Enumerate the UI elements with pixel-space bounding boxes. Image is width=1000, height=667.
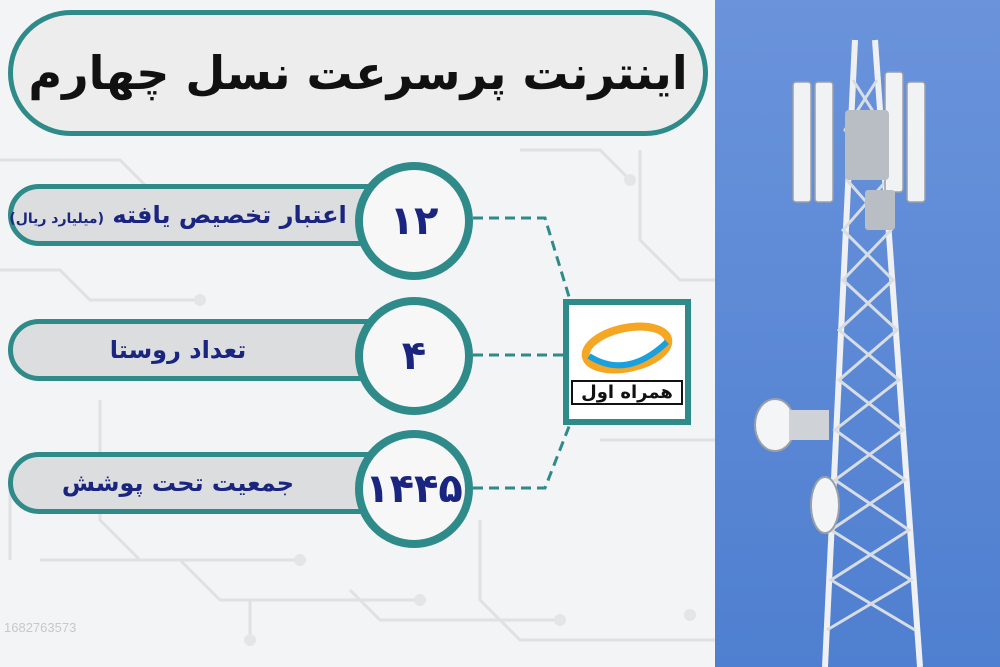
stat-value: ۴ [401, 333, 427, 379]
logo-text: همراه اول [571, 379, 683, 405]
stat-row-villages: تعداد روستا ۴ [0, 297, 500, 415]
stat-value: ۱۴۴۵ [365, 466, 463, 512]
title-banner: اینترنت پرسرعت نسل چهارم [8, 10, 708, 136]
cell-tower-photo [715, 0, 1000, 667]
page-title: اینترنت پرسرعت نسل چهارم [28, 46, 688, 100]
stat-label: اعتبار تخصیص یافته [112, 201, 347, 229]
mci-logo: همراه اول [563, 299, 691, 425]
mci-logo-icon [581, 322, 673, 373]
stat-label: تعداد روستا [109, 336, 247, 364]
infographic-panel: اینترنت پرسرعت نسل چهارم اعتبار تخصیص یا… [0, 10, 715, 646]
stat-value-circle: ۱۲ [355, 162, 473, 280]
stat-value-circle: ۱۴۴۵ [355, 430, 473, 548]
connector-lines [473, 216, 572, 490]
stat-label-note: (میلیارد ریال) [9, 211, 105, 227]
stat-value: ۱۲ [389, 198, 439, 244]
stat-label: جمعیت تحت پوشش [61, 469, 295, 497]
stat-row-credit: اعتبار تخصیص یافته (میلیارد ریال) ۱۲ [0, 162, 500, 280]
stat-label-bar: جمعیت تحت پوشش [8, 452, 408, 514]
watermark: 1682763573 [4, 620, 77, 635]
stat-value-circle: ۴ [355, 297, 473, 415]
stat-label-bar: تعداد روستا [8, 319, 408, 381]
stat-row-population: جمعیت تحت پوشش ۱۴۴۵ [0, 430, 500, 548]
stat-label-bar: اعتبار تخصیص یافته (میلیارد ریال) [8, 184, 408, 246]
